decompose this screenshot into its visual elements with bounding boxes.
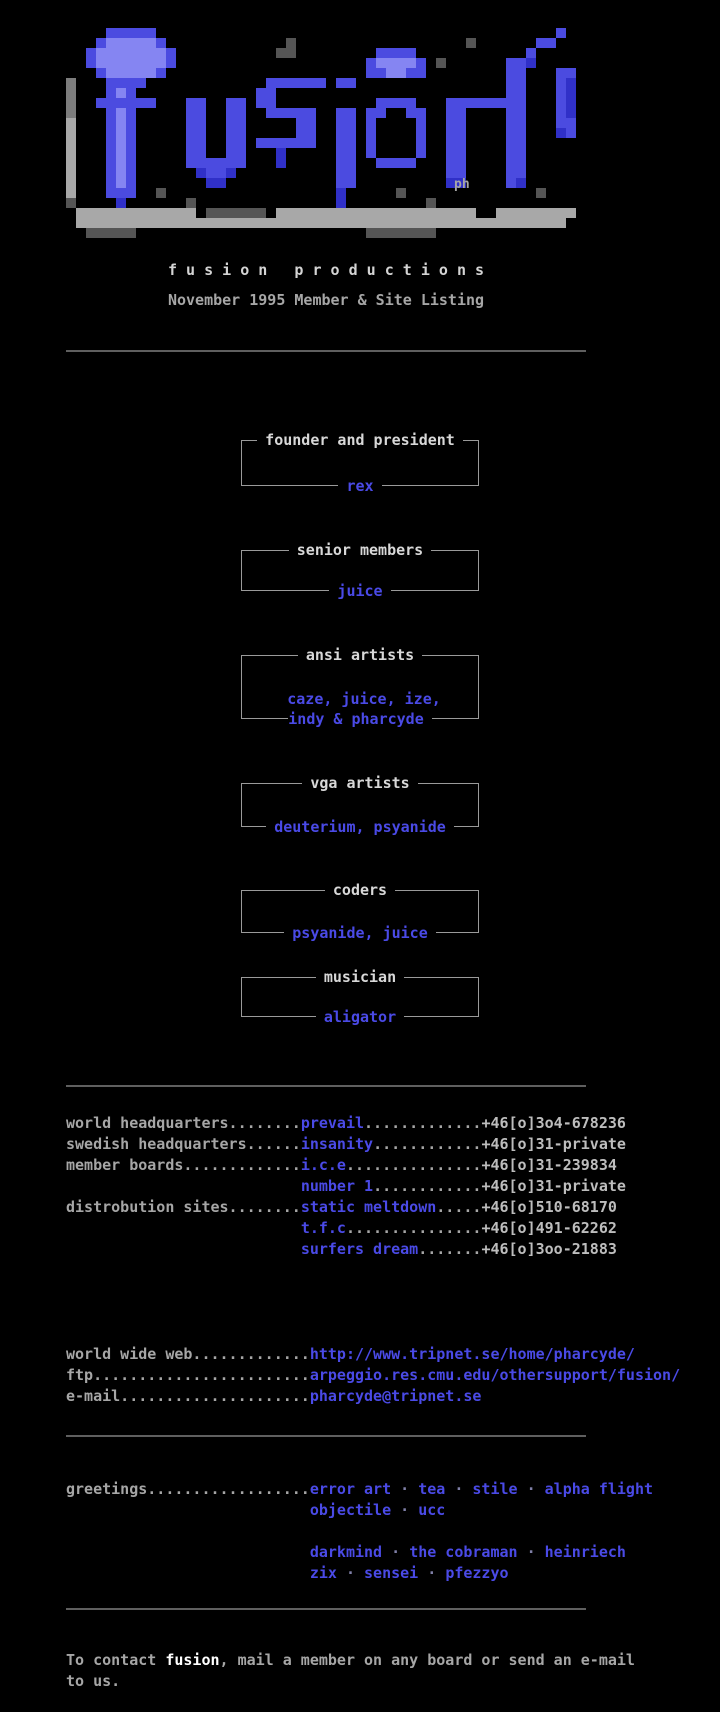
board-phone: +46[o]3oo-21883 — [481, 1240, 617, 1258]
board-link[interactable]: i.c.e — [300, 1156, 346, 1174]
role-title: musician — [315, 968, 405, 986]
greeting-separator: · — [336, 1564, 365, 1582]
fusion-member-listing-page: { "header": { "wordmark": "f u s i o n p… — [0, 28, 720, 1712]
greeting-link[interactable]: stile — [472, 1480, 518, 1498]
board-phone: +46[o]491-62262 — [481, 1219, 617, 1237]
greeting-link[interactable]: sensei — [364, 1564, 419, 1582]
divider — [66, 1085, 586, 1087]
board-phone: +46[o]31-239834 — [481, 1156, 617, 1174]
member-link[interactable]: caze, juice, ize,indy & pharcyde — [279, 690, 441, 728]
greeting-separator: · — [445, 1480, 473, 1498]
greeting-separator: · — [391, 1480, 419, 1498]
contact-text: , mail a member on any board or send an … — [219, 1651, 635, 1669]
brand-name: fusion — [165, 1651, 220, 1669]
greeting-link[interactable]: ucc — [418, 1501, 446, 1519]
board-label: world headquarters........ — [66, 1114, 301, 1132]
greeting-link[interactable]: tea — [418, 1480, 446, 1498]
page-subtitle: November 1995 Member & Site Listing — [167, 291, 485, 309]
greeting-link[interactable]: zix — [309, 1564, 337, 1582]
board-link[interactable]: number 1 — [300, 1177, 374, 1195]
greeting-link[interactable]: heinriech — [544, 1543, 626, 1561]
leader-dots: ............. — [364, 1114, 482, 1132]
greetings-label: greetings.................. — [66, 1480, 310, 1498]
net-link[interactable]: arpeggio.res.cmu.edu/othersupport/fusion… — [309, 1366, 681, 1384]
role-title: coders — [324, 881, 396, 899]
greeting-separator: · — [391, 1501, 419, 1519]
role-title: ansi artists — [297, 646, 423, 664]
greeting-separator: · — [517, 1480, 545, 1498]
role-box: senior members juice — [241, 541, 479, 600]
board-label: swedish headquarters...... — [66, 1135, 301, 1153]
divider — [66, 1608, 586, 1610]
member-link[interactable]: juice — [329, 582, 391, 600]
role-box: founder and president rex — [241, 431, 479, 495]
fusion-ansi-logo: ph — [66, 28, 586, 238]
board-link[interactable]: static meltdown — [300, 1198, 437, 1216]
leader-dots: ............ — [373, 1135, 482, 1153]
net-label: e-mail..................... — [66, 1387, 310, 1405]
greeting-separator: · — [382, 1543, 410, 1561]
board-label: distrobution sites........ — [66, 1198, 301, 1216]
net-label: ftp........................ — [66, 1366, 310, 1384]
board-label — [66, 1177, 301, 1195]
greeting-separator: · — [517, 1543, 545, 1561]
greetings-listing: greetings..................error art · t… — [66, 1479, 720, 1584]
divider — [66, 350, 586, 352]
board-phone: +46[o]3o4-678236 — [481, 1114, 626, 1132]
contact-text: to us. — [66, 1672, 121, 1690]
role-box: ansi artists caze, juice, ize,indy & pha… — [241, 646, 479, 728]
greeting-link[interactable]: objectile — [309, 1501, 392, 1519]
greeting-link[interactable]: the cobraman — [409, 1543, 518, 1561]
board-link[interactable]: prevail — [300, 1114, 365, 1132]
internet-listing: world wide web.............http://www.tr… — [66, 1344, 720, 1407]
logo-artist-signature: ph — [454, 177, 470, 192]
leader-dots: ..... — [436, 1198, 482, 1216]
boards-listing: world headquarters........prevail.......… — [66, 1113, 720, 1260]
contact-note: To contact fusion, mail a member on any … — [66, 1650, 720, 1692]
board-link[interactable]: t.f.c — [300, 1219, 346, 1237]
board-label — [66, 1240, 301, 1258]
role-box: vga artists deuterium, psyanide — [241, 774, 479, 836]
greeting-link[interactable]: darkmind — [309, 1543, 383, 1561]
contact-text: To contact — [66, 1651, 166, 1669]
role-box: coders psyanide, juice — [241, 881, 479, 942]
greeting-link[interactable]: error art — [309, 1480, 392, 1498]
role-box: musician aligator — [241, 968, 479, 1026]
member-link[interactable]: rex — [338, 477, 382, 495]
member-link[interactable]: deuterium, psyanide — [266, 818, 454, 836]
leader-dots: ....... — [418, 1240, 482, 1258]
net-link[interactable]: pharcyde@tripnet.se — [309, 1387, 482, 1405]
greeting-separator: · — [418, 1564, 446, 1582]
leader-dots: ............ — [373, 1177, 482, 1195]
board-label — [66, 1219, 301, 1237]
divider — [66, 1435, 586, 1437]
role-title: vga artists — [302, 774, 418, 792]
board-phone: +46[o]31-private — [481, 1135, 626, 1153]
board-link[interactable]: surfers dream — [300, 1240, 419, 1258]
greeting-link[interactable]: alpha flight — [544, 1480, 654, 1498]
net-link[interactable]: http://www.tripnet.se/home/pharcyde/ — [309, 1345, 635, 1363]
leader-dots: ............... — [345, 1156, 482, 1174]
board-link[interactable]: insanity — [300, 1135, 374, 1153]
leader-dots: ............... — [345, 1219, 482, 1237]
board-phone: +46[o]510-68170 — [481, 1198, 617, 1216]
net-label: world wide web............. — [66, 1345, 310, 1363]
role-title: founder and president — [257, 431, 463, 449]
member-link[interactable]: aligator — [315, 1008, 405, 1026]
greeting-link[interactable]: pfezzyo — [445, 1564, 509, 1582]
member-link[interactable]: psyanide, juice — [284, 924, 436, 942]
role-title: senior members — [288, 541, 432, 559]
board-label: member boards............. — [66, 1156, 301, 1174]
page-title: f u s i o n p r o d u c t i o n s — [167, 261, 485, 279]
roles-section: founder and president rex senior members… — [0, 431, 720, 1026]
board-phone: +46[o]31-private — [481, 1177, 626, 1195]
